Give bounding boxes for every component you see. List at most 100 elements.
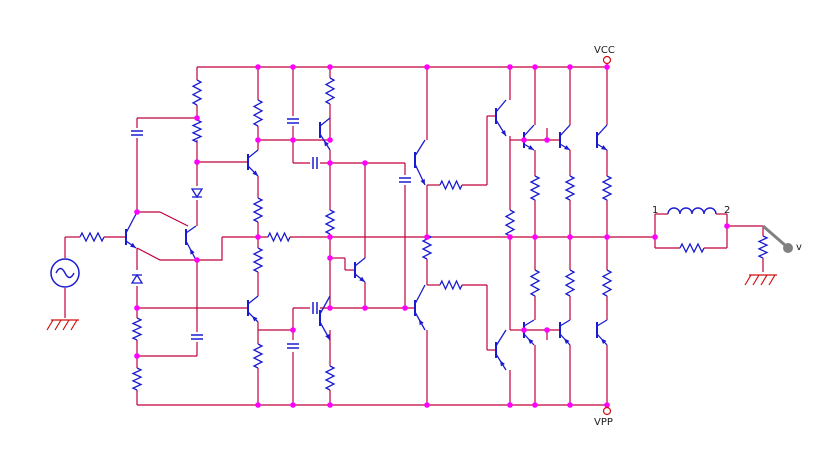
diode[interactable] xyxy=(190,188,204,199)
transistor[interactable] xyxy=(414,139,426,186)
junction-dot xyxy=(194,159,200,165)
transistor[interactable] xyxy=(495,99,507,137)
resistor[interactable] xyxy=(601,269,613,297)
resistor[interactable] xyxy=(757,235,769,259)
resistor[interactable] xyxy=(131,317,143,341)
junction-dot xyxy=(194,115,200,121)
capacitor[interactable] xyxy=(312,302,318,314)
vpp-terminal-circle[interactable] xyxy=(602,406,612,416)
junction-dot xyxy=(134,209,140,215)
ground-symbol xyxy=(744,274,777,286)
junction-dot xyxy=(567,234,573,240)
junction-dot xyxy=(567,402,573,408)
transistor[interactable] xyxy=(596,124,608,151)
junction-dot xyxy=(327,255,333,261)
resistor[interactable] xyxy=(529,175,541,201)
transistor[interactable] xyxy=(414,284,426,331)
wire xyxy=(136,247,197,261)
capacitor[interactable] xyxy=(131,130,143,136)
junctions-layer xyxy=(134,64,730,408)
capacitor[interactable] xyxy=(191,334,203,340)
resistor[interactable] xyxy=(324,77,336,105)
wires-layer xyxy=(64,64,764,407)
vcc-terminal-circle[interactable] xyxy=(602,55,612,65)
transistor[interactable] xyxy=(523,319,535,346)
junction-dot xyxy=(521,327,527,333)
resistor[interactable] xyxy=(439,179,463,191)
junction-dot xyxy=(290,327,296,333)
junction-dot xyxy=(652,234,658,240)
transistor[interactable] xyxy=(559,319,571,346)
resistor[interactable] xyxy=(252,343,264,369)
transistor[interactable] xyxy=(185,225,197,261)
resistor[interactable] xyxy=(529,269,541,297)
junction-dot xyxy=(255,402,261,408)
resistor[interactable] xyxy=(252,99,264,127)
resistor[interactable] xyxy=(252,247,264,273)
junction-dot xyxy=(255,234,261,240)
capacitor[interactable] xyxy=(287,343,299,349)
components-layer xyxy=(46,77,793,391)
junction-dot xyxy=(532,402,538,408)
resistor[interactable] xyxy=(679,242,705,254)
junction-dot xyxy=(255,137,261,143)
resistor[interactable] xyxy=(324,209,336,235)
junction-dot xyxy=(507,402,513,408)
voltage-probe[interactable] xyxy=(762,224,793,253)
junction-dot xyxy=(402,305,408,311)
resistor[interactable] xyxy=(267,231,291,243)
capacitor[interactable] xyxy=(312,157,318,169)
junction-dot xyxy=(521,137,527,143)
node-1-label: 1 xyxy=(652,205,658,216)
transistor[interactable] xyxy=(319,117,331,151)
diode[interactable] xyxy=(130,273,144,284)
resistor[interactable] xyxy=(324,365,336,391)
resistor[interactable] xyxy=(439,279,463,291)
resistor[interactable] xyxy=(601,175,613,201)
probe-label: v xyxy=(796,242,802,253)
inductor[interactable] xyxy=(667,207,717,215)
transistor[interactable] xyxy=(559,124,571,151)
junction-dot xyxy=(290,64,296,70)
resistor[interactable] xyxy=(191,79,203,106)
resistor[interactable] xyxy=(79,231,105,243)
resistor[interactable] xyxy=(131,367,143,391)
junction-dot xyxy=(424,402,430,408)
junction-dot xyxy=(604,402,610,408)
junction-dot xyxy=(134,353,140,359)
transistor[interactable] xyxy=(247,295,259,323)
transistor[interactable] xyxy=(319,295,331,341)
junction-dot xyxy=(424,234,430,240)
wire xyxy=(197,237,223,261)
capacitor[interactable] xyxy=(287,118,299,124)
junction-dot xyxy=(544,137,550,143)
transistor[interactable] xyxy=(354,257,366,283)
resistor[interactable] xyxy=(564,175,576,201)
junction-dot xyxy=(507,234,513,240)
transistor[interactable] xyxy=(125,213,137,249)
junction-dot xyxy=(507,64,513,70)
resistor[interactable] xyxy=(564,269,576,297)
capacitor[interactable] xyxy=(399,177,411,183)
vcc-label: VCC xyxy=(594,45,615,56)
junction-dot xyxy=(532,234,538,240)
junction-dot xyxy=(567,64,573,70)
transistor[interactable] xyxy=(495,329,507,371)
ac-voltage-source[interactable] xyxy=(50,258,80,288)
junction-dot xyxy=(424,64,430,70)
junction-dot xyxy=(290,137,296,143)
resistor[interactable] xyxy=(504,209,516,237)
junction-dot xyxy=(327,137,333,143)
junction-dot xyxy=(362,160,368,166)
resistor[interactable] xyxy=(252,197,264,223)
vpp-label: VPP xyxy=(594,417,613,428)
transistor[interactable] xyxy=(523,124,535,151)
junction-dot xyxy=(327,402,333,408)
wire xyxy=(159,211,189,227)
junction-dot xyxy=(724,223,730,229)
transistor[interactable] xyxy=(247,149,259,177)
junction-dot xyxy=(327,305,333,311)
transistor[interactable] xyxy=(596,319,608,346)
resistor[interactable] xyxy=(191,119,203,143)
